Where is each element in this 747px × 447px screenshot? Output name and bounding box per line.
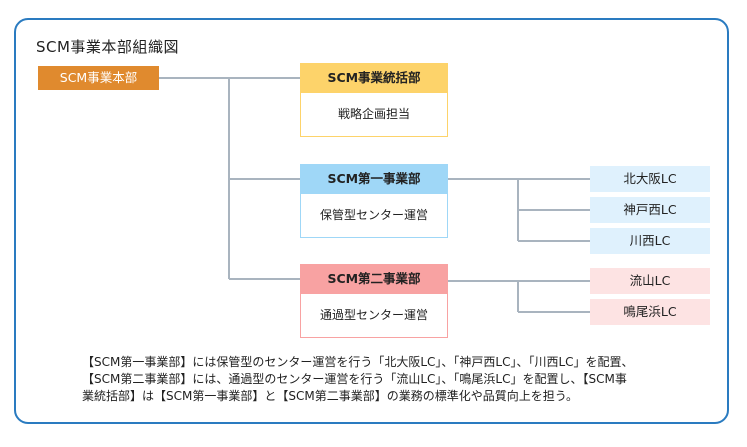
unit-name: SCM事業統括部 (300, 63, 448, 93)
page-title: SCM事業本部組織図 (36, 38, 179, 56)
unit-description: 戦略企画担当 (300, 93, 448, 137)
note-line: 【SCM第二事業部】には、通過型のセンター運営を行う「流山LC」、「鳴尾浜LC」… (82, 372, 627, 386)
unit-description: 保管型センター運営 (300, 194, 448, 238)
note-line: 【SCM第一事業部】には保管型のセンター運営を行う「北大阪LC」、「神戸西LC」… (82, 355, 634, 369)
unit-first-division: SCM第一事業部 保管型センター運営 (300, 164, 448, 238)
lc-node-kawanishi: 川西LC (590, 228, 710, 254)
lc-node-kita-osaka: 北大阪LC (590, 166, 710, 192)
root-node: SCM事業本部 (38, 66, 159, 90)
lc-node-nagareyama: 流山LC (590, 268, 710, 294)
unit-second-division: SCM第二事業部 通過型センター運営 (300, 264, 448, 338)
unit-description: 通過型センター運営 (300, 294, 448, 338)
lc-node-naruohama: 鳴尾浜LC (590, 299, 710, 325)
unit-name: SCM第二事業部 (300, 264, 448, 294)
description-note: 【SCM第一事業部】には保管型のセンター運営を行う「北大阪LC」、「神戸西LC」… (82, 354, 702, 405)
unit-integrated-management: SCM事業統括部 戦略企画担当 (300, 63, 448, 137)
diagram-frame (14, 18, 729, 424)
unit-name: SCM第一事業部 (300, 164, 448, 194)
lc-node-kobe-nishi: 神戸西LC (590, 197, 710, 223)
note-line: 業統括部】は【SCM第一事業部】と【SCM第二事業部】の業務の標準化や品質向上を… (82, 389, 578, 403)
